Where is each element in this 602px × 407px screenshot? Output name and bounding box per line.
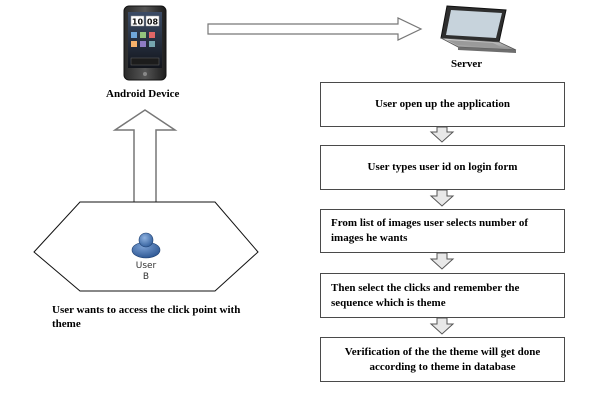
android-phone-icon: 10 08 bbox=[123, 5, 167, 81]
step-1-text: User open up the application bbox=[375, 98, 510, 110]
user-icon: User B bbox=[131, 232, 161, 282]
step-4-text: Then select the clicks and remember the … bbox=[331, 281, 520, 309]
server-label: Server bbox=[451, 58, 483, 70]
step-enter-user-id: User types user id on login form bbox=[320, 145, 565, 190]
flow-arrow-2 bbox=[429, 189, 455, 207]
user-icon-sublabel: B bbox=[143, 272, 149, 282]
step-select-images: From list of images user selects number … bbox=[320, 209, 565, 253]
step-5-text: Verification of the the theme will get d… bbox=[344, 345, 541, 373]
step-verify-theme: Verification of the the theme will get d… bbox=[320, 337, 565, 382]
phone-time-hours: 10 bbox=[132, 18, 144, 27]
step-select-clicks: Then select the clicks and remember the … bbox=[320, 273, 565, 318]
user-goal-label: User wants to access the click point wit… bbox=[52, 304, 241, 330]
android-device-label: Android Device bbox=[106, 88, 180, 100]
laptop-server-icon bbox=[440, 5, 517, 53]
phone-to-server-arrow bbox=[207, 17, 423, 41]
user-icon-label: User bbox=[136, 261, 157, 271]
flow-arrow-1 bbox=[429, 126, 455, 143]
flow-arrow-3 bbox=[429, 252, 455, 270]
step-3-text: From list of images user selects number … bbox=[331, 217, 529, 244]
flow-arrow-4 bbox=[429, 317, 455, 335]
step-open-application: User open up the application bbox=[320, 82, 565, 127]
step-2-text: User types user id on login form bbox=[367, 161, 518, 173]
phone-time-minutes: 08 bbox=[147, 18, 159, 27]
